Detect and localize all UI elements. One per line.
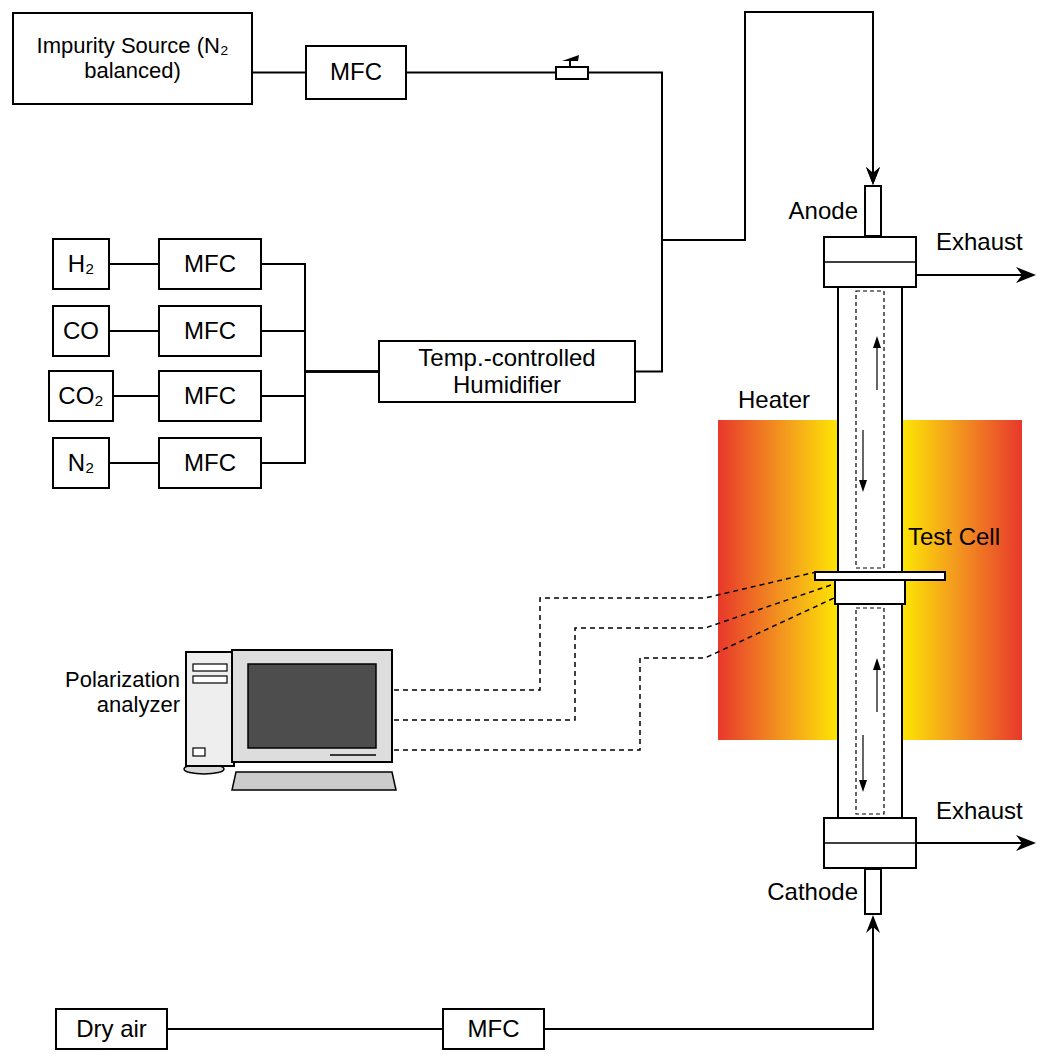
port-stub: Anode xyxy=(864,185,882,237)
pipe-line xyxy=(253,72,305,74)
process-box: MFC xyxy=(442,1008,545,1050)
process-box: N₂ xyxy=(52,437,110,489)
valve-body xyxy=(556,67,588,79)
process-box: CO₂ xyxy=(48,370,114,422)
pipe-connector xyxy=(407,12,880,240)
box-label: CO xyxy=(63,318,99,344)
anode-cap xyxy=(824,237,916,287)
pipe-line xyxy=(545,927,873,1029)
measurement-lead xyxy=(394,598,834,750)
computer-tower xyxy=(186,652,234,766)
power-button xyxy=(193,748,205,756)
flow-arrow xyxy=(862,430,863,482)
box-label: Temp.-controlled Humidifier xyxy=(400,345,615,398)
process-box: MFC xyxy=(305,45,407,100)
pipe-line xyxy=(262,331,378,372)
measurement-lead xyxy=(394,572,816,690)
pipe-connector xyxy=(114,396,158,397)
valve-stem xyxy=(569,60,571,67)
annotation-label: Exhaust xyxy=(936,228,1023,256)
pipe-line xyxy=(262,372,378,464)
flow-arrowhead xyxy=(859,480,867,492)
process-box: MFC xyxy=(158,305,262,357)
inner-tube xyxy=(856,608,884,814)
annotation-label: Polarization analyzer xyxy=(28,667,180,718)
pipe-connector xyxy=(545,915,880,1029)
process-box: MFC xyxy=(158,370,262,422)
arrowhead xyxy=(866,915,880,933)
pipe-connector xyxy=(262,331,378,372)
flow-arrowhead xyxy=(873,658,881,670)
drive-bay xyxy=(193,664,227,671)
process-box: H₂ xyxy=(52,238,110,290)
monitor-buttons xyxy=(330,754,376,756)
pipe-line xyxy=(114,395,158,397)
box-label: Impurity Source (N₂ balanced) xyxy=(33,34,233,82)
cathode-cap xyxy=(824,818,916,868)
pipe-connector xyxy=(110,331,158,332)
flow-arrowhead xyxy=(859,780,867,792)
pipe-line xyxy=(110,330,158,332)
box-label: MFC xyxy=(184,318,236,344)
box-label: MFC xyxy=(184,383,236,409)
pipe-connector xyxy=(110,463,158,464)
pipe-line xyxy=(168,1028,442,1030)
exhaust-arrowhead xyxy=(1016,267,1036,283)
inner-tube xyxy=(856,291,884,568)
test-cell-plate xyxy=(815,572,945,580)
pipe-line xyxy=(110,462,158,464)
annotation-label: Heater xyxy=(738,386,810,414)
cathode-tube xyxy=(838,604,902,818)
process-box: Temp.-controlled Humidifier xyxy=(378,340,636,403)
port-label: Anode xyxy=(789,198,858,224)
process-box: MFC xyxy=(158,238,262,290)
monitor-screen xyxy=(248,664,376,748)
port-stub: Cathode xyxy=(864,868,882,915)
measurement-lead xyxy=(394,584,834,720)
exhaust-line xyxy=(916,842,1022,844)
box-label: Dry air xyxy=(76,1016,147,1042)
pipe-line xyxy=(262,264,378,372)
anode-tube xyxy=(838,287,902,572)
flow-arrowhead xyxy=(873,336,881,348)
drive-bay xyxy=(193,676,227,683)
pipe-line xyxy=(262,372,378,397)
box-label: MFC xyxy=(184,251,236,277)
test-cell-holder xyxy=(835,580,905,604)
pipe-connector xyxy=(253,72,305,73)
box-label: MFC xyxy=(330,59,382,85)
cap-seam xyxy=(824,842,916,844)
pipe-connector xyxy=(262,264,378,372)
flow-arrow xyxy=(862,735,863,782)
annotation-label: Exhaust xyxy=(936,797,1023,825)
process-box: CO xyxy=(52,305,110,357)
pipe-connector xyxy=(262,372,378,464)
keyboard xyxy=(232,772,396,790)
process-box: MFC xyxy=(158,437,262,489)
flow-arrow xyxy=(876,668,877,712)
exhaust-line xyxy=(916,274,1022,276)
annotation-label: Test Cell xyxy=(908,523,1000,551)
cap-seam xyxy=(824,261,916,263)
pipe-connector xyxy=(262,372,378,397)
pipe-line xyxy=(110,263,158,265)
box-label: N₂ xyxy=(68,450,95,476)
box-label: H₂ xyxy=(68,251,95,277)
process-box: Impurity Source (N₂ balanced) xyxy=(12,12,253,105)
pipe-connector xyxy=(110,264,158,265)
box-label: CO₂ xyxy=(58,383,103,409)
flow-arrow xyxy=(876,346,877,390)
pipe-connector xyxy=(168,1029,442,1030)
computer-monitor xyxy=(232,650,392,762)
pipe-line xyxy=(407,12,873,240)
box-label: MFC xyxy=(184,450,236,476)
valve-handle xyxy=(562,55,579,61)
process-box: Dry air xyxy=(55,1008,168,1050)
exhaust-arrowhead xyxy=(1016,835,1036,851)
box-label: MFC xyxy=(468,1016,520,1042)
port-label: Cathode xyxy=(767,878,858,904)
arrowhead xyxy=(866,167,880,185)
